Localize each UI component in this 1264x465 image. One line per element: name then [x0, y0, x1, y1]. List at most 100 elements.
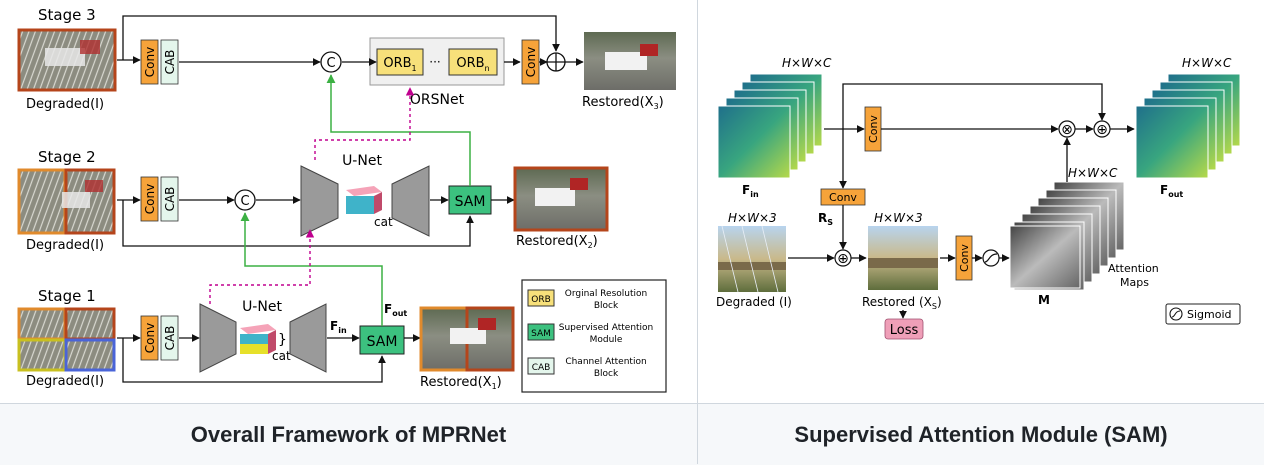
stage3-restored-image: [584, 32, 676, 90]
stage2-degraded-image: [17, 168, 116, 235]
degraded-dims-label: H×W×3: [728, 211, 777, 225]
stage2-restored-close: ): [593, 234, 598, 249]
sam-restored-close: ): [937, 295, 942, 309]
svg-text:Fout: Fout: [384, 302, 407, 318]
stage2-restored-subscript: 2: [588, 241, 593, 250]
stage1-conv-block: [140, 315, 159, 361]
sam-panel: H×W×C Fin Conv ⊗ ⊕ H×W×C Fout Conv R S H×…: [698, 0, 1264, 403]
legend-abbr-cab: CAB: [532, 363, 551, 373]
stage2-degraded-label: Degraded(I): [26, 238, 104, 253]
orsnet-label: ORSNet: [410, 92, 465, 108]
fin-feature-stack: [717, 73, 823, 179]
rs-label: R: [818, 211, 827, 225]
sam-degraded-image: [718, 225, 786, 293]
attention-maps-stack: [1009, 181, 1125, 291]
legend-swatch-orb: [527, 289, 555, 307]
legend-swatch-cab: [527, 357, 555, 375]
stage2-unet-encoder: [300, 165, 339, 237]
sam-diagram: H×W×C Fin Conv ⊗ ⊕ H×W×C Fout Conv R S H×…: [716, 56, 1241, 340]
stage2-unet-decoder: [391, 165, 430, 237]
fout-dims-label: H×W×C: [1182, 56, 1232, 70]
stage2-conv-block: [140, 176, 159, 222]
loss-block: [884, 318, 924, 340]
sam-conv-top-label: Conv: [867, 115, 880, 143]
orbn-subscript: n: [485, 64, 490, 73]
legend-desc2-orb: Block: [594, 301, 619, 311]
sam-conv-bottom-label: Conv: [958, 244, 971, 272]
legend-abbr-sam: SAM: [531, 329, 551, 339]
stage3-restored-label: Restored(X: [582, 95, 654, 110]
fout-subscript: out: [1168, 190, 1183, 199]
svg-text:Restored(X3): Restored(X3): [582, 95, 664, 111]
mprnet-diagram: Stage 3 Degraded(I) Conv CAB C ORB1 ··· …: [17, 6, 676, 393]
fout-label: F: [1160, 183, 1168, 197]
orb-ellipsis: ···: [429, 55, 440, 69]
stage1-restored-image: [419, 306, 515, 372]
attention-label: Attention: [1108, 262, 1159, 275]
orbn-block: [448, 48, 498, 76]
stage1-degraded-image: [17, 307, 116, 372]
plus-top-symbol: ⊕: [1096, 122, 1108, 138]
svg-text:Restored(X1): Restored(X1): [420, 375, 502, 391]
stage1-conv-label: Conv: [143, 323, 157, 353]
stage2-concat-label: C: [240, 194, 249, 209]
sigmoid-legend-box: [1165, 303, 1241, 325]
stage3-cab-block: [160, 39, 179, 85]
stage2-feature-cube: [346, 186, 382, 214]
stage1-cat-label: cat: [272, 349, 291, 363]
sam-restored-label: Restored (X: [862, 295, 932, 309]
stage2-cab-label: CAB: [163, 187, 177, 212]
stage1-unet-decoder: [289, 303, 327, 373]
restored-dims-label: H×W×3: [874, 211, 923, 225]
stage1-cab-block: [160, 315, 179, 361]
stage3-label: Stage 3: [38, 6, 96, 24]
stage1-restored-label: Restored(X: [420, 375, 492, 390]
caption-right: Supervised Attention Module (SAM): [698, 403, 1264, 465]
stage3-conv-block: [140, 39, 159, 85]
sigmoid-legend-label: Sigmoid: [1187, 308, 1232, 321]
stage3-conv-label: Conv: [143, 47, 157, 77]
caption-left: Overall Framework of MPRNet: [0, 403, 697, 465]
stage3-degraded-label: Degraded(I): [26, 97, 104, 112]
stage1-feature-cube: [240, 324, 276, 354]
stage1-unet-encoder: [199, 303, 237, 373]
panel-separator: [697, 0, 698, 464]
sam-restored-subscript: S: [932, 302, 937, 311]
stage1-fout-label: F: [384, 302, 392, 316]
m-label: M: [1038, 293, 1050, 307]
legend-desc2-cab: Block: [594, 369, 619, 379]
legend-abbr-orb: ORB: [531, 295, 551, 305]
stage1-cab-label: CAB: [163, 326, 177, 351]
fin-label: F: [742, 183, 750, 197]
fin-dims-label: H×W×C: [782, 56, 832, 70]
stage3-output-conv-label: Conv: [524, 47, 538, 77]
stage1-fin-subscript: in: [338, 326, 347, 335]
stage1-label: Stage 1: [38, 287, 96, 305]
stage2-label: Stage 2: [38, 148, 96, 166]
orb1-block: [376, 48, 424, 76]
stage1-cat-brace: }: [278, 332, 287, 348]
stage2-restored-label: Restored(X: [516, 234, 588, 249]
stage3-degraded-image: [17, 28, 117, 92]
stage3-concat-icon: [320, 51, 342, 73]
stage2-cat-label: cat: [374, 215, 393, 229]
legend-desc-orb: Orginal Resolution: [565, 289, 647, 299]
maps-label: Maps: [1120, 276, 1149, 289]
orb1-subscript: 1: [412, 64, 417, 73]
stage2-conv-label: Conv: [143, 184, 157, 214]
stage1-fin-label: F: [330, 319, 338, 333]
fin-subscript: in: [750, 190, 759, 199]
legend-swatch-sam: [527, 323, 555, 341]
legend-desc-cab: Channel Attention: [565, 357, 646, 367]
attention-dims-label: H×W×C: [1068, 166, 1118, 180]
svg-text:Fout: Fout: [1160, 183, 1183, 199]
svg-text:Restored (XS): Restored (XS): [862, 295, 942, 311]
multiply-symbol: ⊗: [1061, 122, 1073, 138]
stage2-sam-label: SAM: [455, 194, 486, 210]
stage1-restored-close: ): [497, 375, 502, 390]
sam-restored-image: [868, 226, 938, 290]
stage3-restored-subscript: 3: [654, 102, 659, 111]
stage1-fout-subscript: out: [392, 309, 407, 318]
plus-bottom-symbol: ⊕: [837, 251, 849, 267]
svg-text:ORB1: ORB1: [383, 56, 416, 73]
